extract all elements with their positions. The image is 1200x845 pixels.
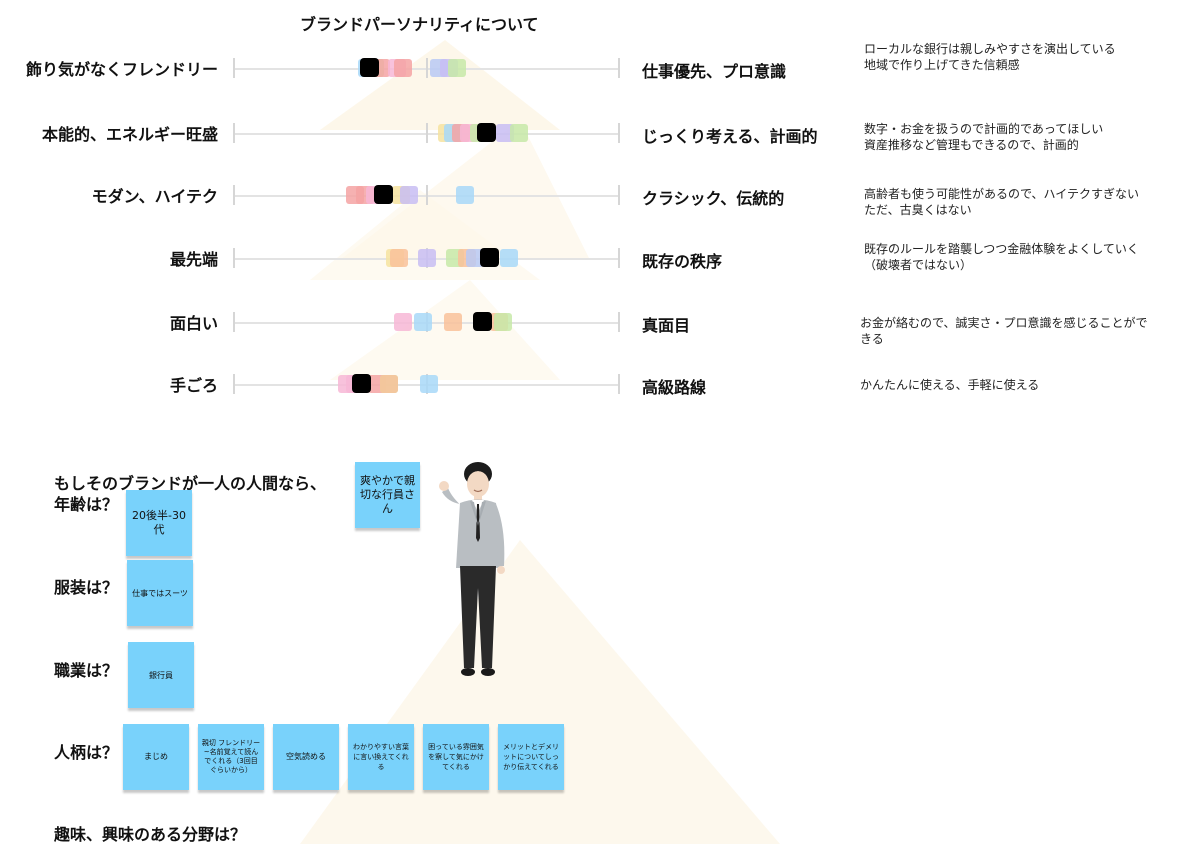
vote-dot[interactable] (494, 313, 512, 331)
scale-left-label: 本能的、エネルギー旺盛 (41, 125, 218, 144)
scale-tick-right (618, 58, 620, 78)
scale-note: 既存のルールを踏襲しつつ金融体験をよくしていく (864, 242, 1139, 256)
scale-tick-right (618, 123, 620, 143)
vote-dot[interactable] (420, 375, 438, 393)
question-hobby: 趣味、興味のある分野は？ (54, 825, 247, 844)
scale-left-label: 面白い (169, 314, 218, 333)
scale-tick-mid (426, 123, 428, 143)
vote-marker[interactable] (352, 374, 371, 393)
sticky-personality-4[interactable]: わかりやすい言葉に言い換えてくれる (348, 724, 414, 790)
question-job: 職業は？ (54, 661, 119, 680)
vote-marker[interactable] (480, 248, 499, 267)
scale-note: お金が絡むので、誠実さ・プロ意識を感じることがで (860, 316, 1148, 330)
vote-marker[interactable] (473, 312, 492, 331)
scale-note: 資産推移など管理もできるので、計画的 (864, 138, 1079, 152)
scale-tick-mid (426, 58, 428, 78)
sticky-personality-3[interactable]: 空気読める (273, 724, 339, 790)
sticky-personality-5[interactable]: 困っている雰囲気を察して気にかけてくれる (423, 724, 489, 790)
vote-dot[interactable] (418, 249, 436, 267)
vote-dot[interactable] (444, 313, 462, 331)
question-personality: 人柄は？ (54, 743, 119, 762)
vote-dot[interactable] (448, 59, 466, 77)
sticky-personality-2[interactable]: 親切 フレンドリー ~名前覚えて読んでくれる（3回目ぐらいから） (198, 724, 264, 790)
scale-tick-left (233, 312, 235, 332)
question-intro: もしそのブランドが一人の人間なら、 (54, 474, 327, 493)
businessman-icon (439, 462, 505, 676)
vote-marker[interactable] (477, 123, 496, 142)
scale-note: （破壊者ではない） (864, 258, 973, 272)
scale-right-label: 高級路線 (642, 378, 707, 397)
scale-tick-right (618, 185, 620, 205)
question-clothing: 服装は？ (54, 578, 119, 597)
scale-note: ただ、古臭くはない (864, 203, 972, 217)
scale-note: かんたんに使える、手軽に使える (860, 378, 1040, 392)
vote-marker[interactable] (360, 58, 379, 77)
vote-dot[interactable] (394, 59, 412, 77)
scale-tick-right (618, 312, 620, 332)
sticky-age[interactable]: 20後半-30代 (126, 490, 192, 556)
sticky-personality-6[interactable]: メリットとデメリットについてしっかり伝えてくれる (498, 724, 564, 790)
vote-dot[interactable] (500, 249, 518, 267)
scale-right-label: 真面目 (642, 316, 691, 335)
scale-left-label: 最先端 (169, 250, 218, 269)
sticky-clothing[interactable]: 仕事ではスーツ (127, 560, 193, 626)
vote-dot[interactable] (496, 124, 514, 142)
scale-tick-left (233, 374, 235, 394)
scale-tick-left (233, 58, 235, 78)
scale-note: ローカルな銀行は親しみやすさを演出している (864, 42, 1116, 56)
scale-tick-left (233, 123, 235, 143)
scale-note: きる (860, 332, 884, 346)
scale-tick-mid (426, 185, 428, 205)
scale-right-label: 仕事優先、プロ意識 (642, 62, 787, 81)
question-age: 年齢は？ (54, 495, 119, 514)
scale-tick-right (618, 248, 620, 268)
vote-dot[interactable] (390, 249, 408, 267)
vote-dot[interactable] (510, 124, 528, 142)
scale-note: 地域で作り上げてきた信頼感 (864, 58, 1020, 72)
vote-dot[interactable] (380, 375, 398, 393)
scale-left-label: モダン、ハイテク (91, 187, 218, 206)
scale-left-label: 手ごろ (169, 376, 218, 395)
scale-tick-right (618, 374, 620, 394)
vote-dot[interactable] (414, 313, 432, 331)
vote-dot[interactable] (456, 186, 474, 204)
scale-right-label: じっくり考える、計画的 (642, 127, 818, 146)
vote-dot[interactable] (400, 186, 418, 204)
scale-note: 数字・お金を扱うので計画的であってほしい (864, 122, 1104, 136)
sticky-personality-1[interactable]: まじめ (123, 724, 189, 790)
scale-right-label: 既存の秩序 (642, 252, 723, 271)
sticky-job[interactable]: 銀行員 (128, 642, 194, 708)
scale-left-label: 飾り気がなくフレンドリー (25, 60, 218, 79)
vote-dot[interactable] (394, 313, 412, 331)
vote-dot[interactable] (466, 249, 484, 267)
scale-note: 高齢者も使う可能性があるので、ハイテクすぎない (864, 187, 1140, 201)
sticky-person[interactable]: 爽やかで親切な行員さん (355, 462, 420, 528)
scale-tick-left (233, 248, 235, 268)
scale-right-label: クラシック、伝統的 (642, 189, 785, 208)
vote-marker[interactable] (374, 185, 393, 204)
scale-tick-left (233, 185, 235, 205)
page-title: ブランドパーソナリティについて (300, 15, 539, 34)
